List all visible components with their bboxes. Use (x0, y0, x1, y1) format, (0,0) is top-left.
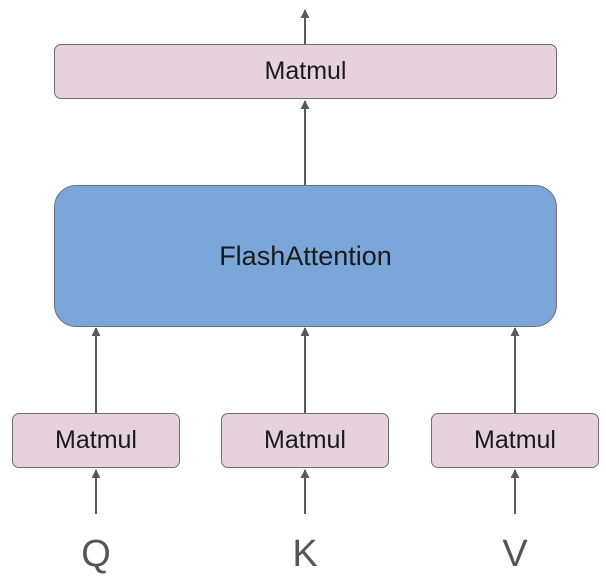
k-projection-matmul-block: Matmul (221, 413, 389, 468)
output-matmul-block: Matmul (54, 44, 557, 99)
k-projection-matmul-label: Matmul (264, 426, 346, 454)
output-matmul-label: Matmul (264, 57, 347, 85)
input-q-label: Q (81, 533, 111, 575)
q-projection-matmul-label: Matmul (55, 426, 137, 454)
input-v-label: V (502, 533, 528, 575)
v-projection-matmul-block: Matmul (431, 413, 599, 468)
q-projection-matmul-block: Matmul (12, 413, 180, 468)
flashattention-label: FlashAttention (219, 240, 392, 271)
input-k-label: K (292, 533, 318, 575)
flashattention-block: FlashAttention (54, 185, 557, 327)
v-projection-matmul-label: Matmul (474, 426, 556, 454)
